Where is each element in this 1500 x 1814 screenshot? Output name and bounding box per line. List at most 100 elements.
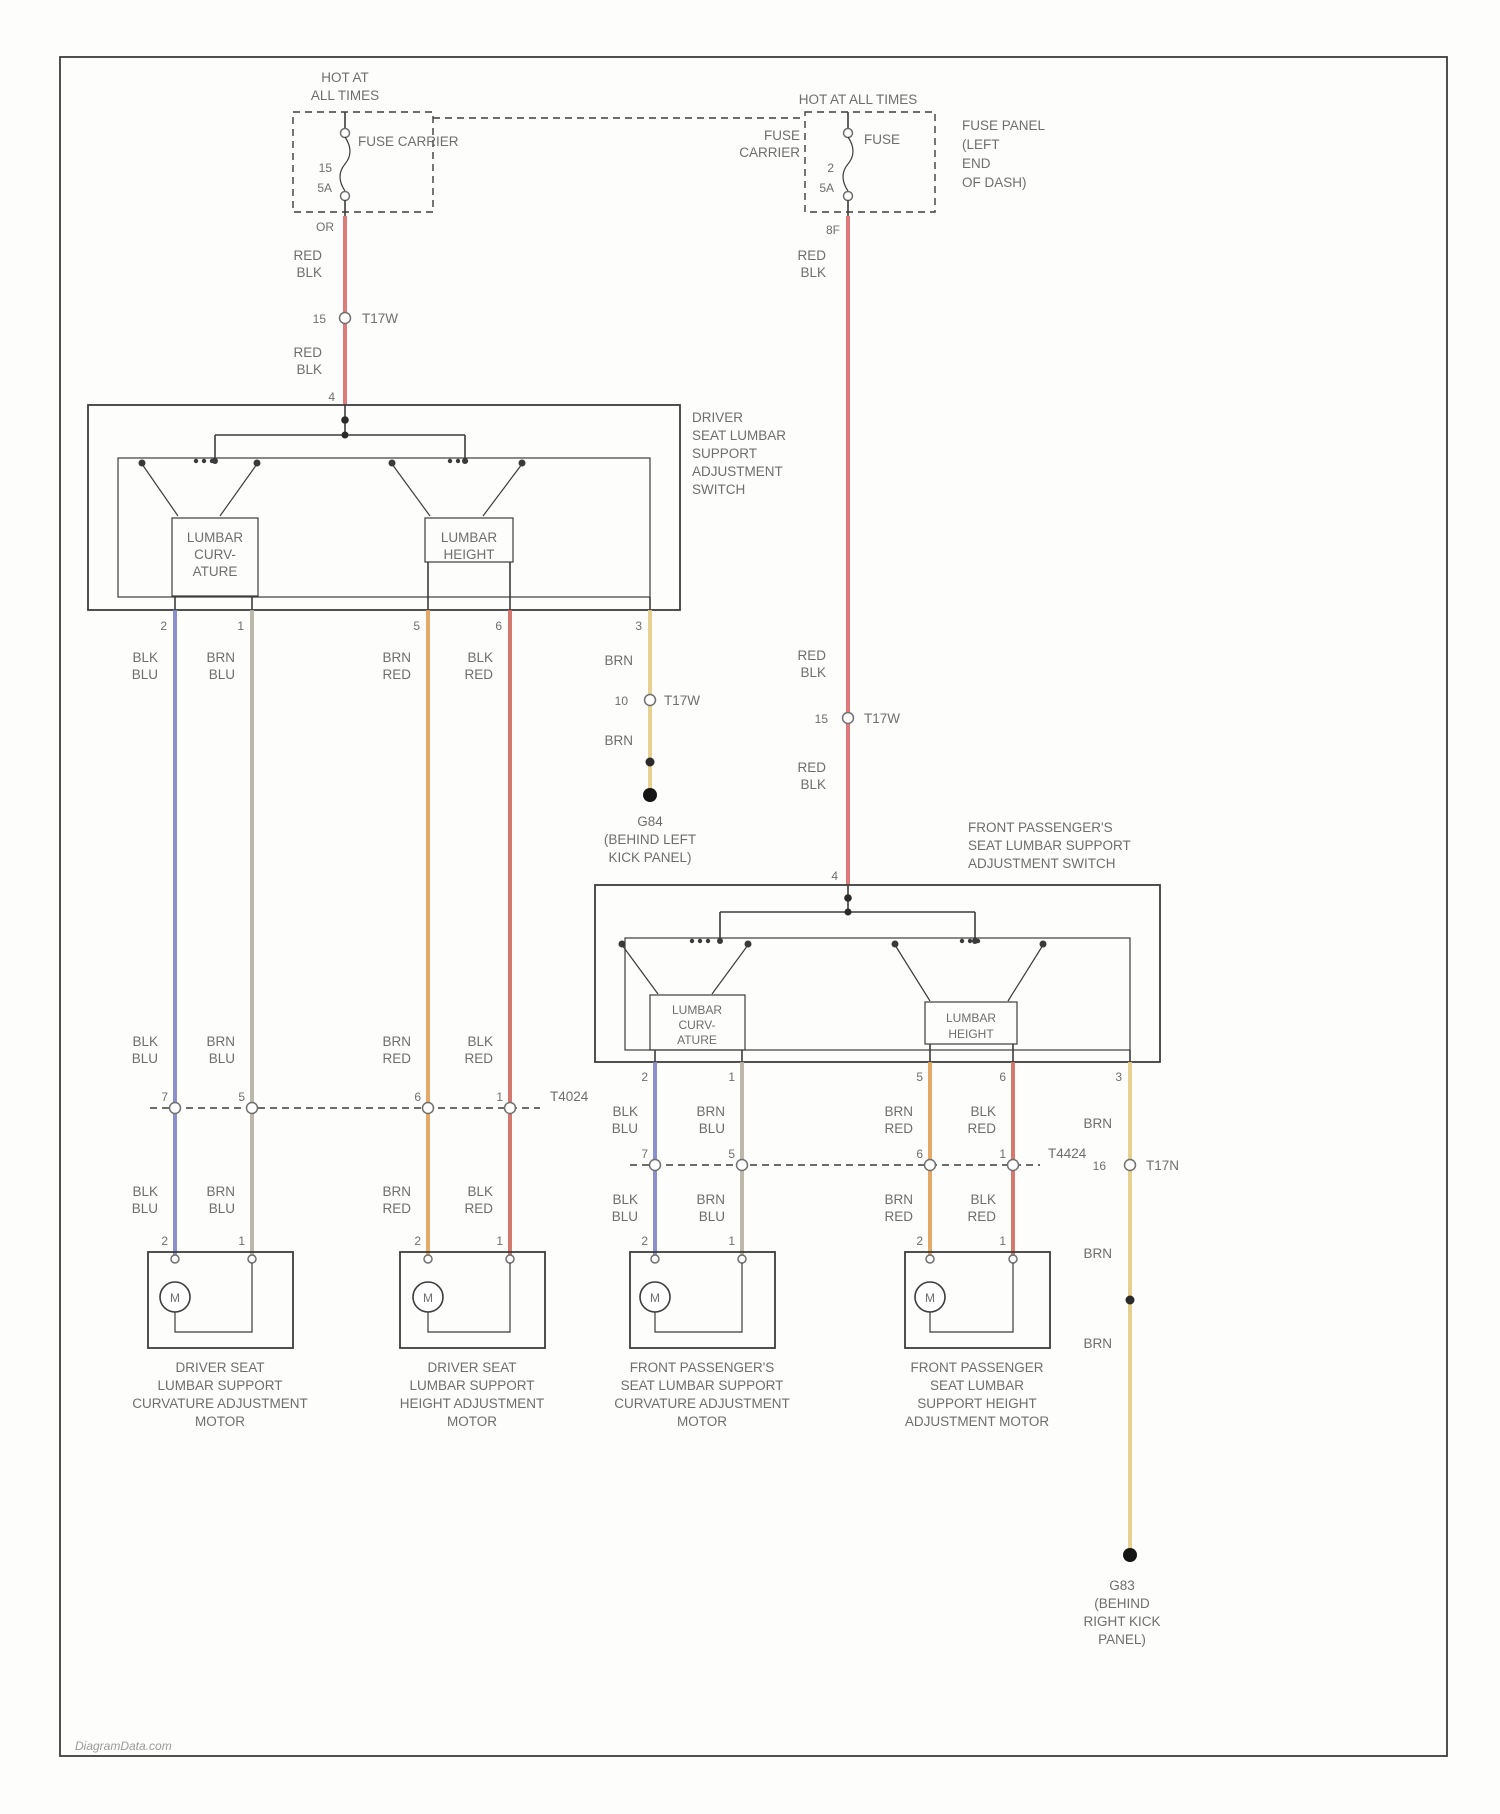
- contact-dot: [697, 938, 703, 944]
- contact-dot: [455, 458, 461, 464]
- fuse-right-terminal-label: 8F: [826, 223, 840, 237]
- connector-name-label: T17N: [1146, 1158, 1179, 1173]
- connector-name-label: T17W: [362, 311, 398, 326]
- motor-pin-label: 2: [161, 1234, 168, 1248]
- harness-connector-name: T4024: [550, 1089, 589, 1104]
- harness-connector-name: T4424: [1048, 1146, 1087, 1161]
- fuse-right-element-icon: [842, 136, 854, 192]
- fuse-carrier-left-label: FUSE CARRIER: [358, 134, 459, 149]
- motor-m-label: M: [170, 1291, 180, 1305]
- fuse-right-number: 2: [827, 161, 834, 175]
- switch-pin-label: 3: [1115, 1070, 1122, 1084]
- connector-name-label: T17W: [664, 693, 700, 708]
- motor-terminal: [170, 1254, 180, 1264]
- watermark: DiagramData.com: [75, 1739, 172, 1753]
- switch-pin-label: 6: [999, 1070, 1006, 1084]
- switch-wiper-line: [711, 944, 749, 995]
- harness-pin-label: 5: [238, 1090, 245, 1104]
- wire-label-brn: BRN: [1083, 1336, 1112, 1351]
- hot-at-all-times-right-label: HOT AT ALL TIMES: [799, 92, 918, 107]
- switch-wiper-line: [141, 463, 179, 517]
- switch-pin-label: 3: [635, 619, 642, 633]
- passenger-lumbar-curvature-box: [649, 994, 746, 1051]
- driver-lumbar-height-box: [424, 517, 514, 563]
- driver-switch-inner-box: [117, 457, 651, 598]
- contact-dot: [253, 459, 261, 467]
- junction-dot: [844, 894, 852, 902]
- contact-dot: [463, 458, 469, 464]
- switch-feed-pin-label: 4: [831, 869, 838, 883]
- passenger-lumbar-height-box: [924, 1001, 1018, 1045]
- motor-terminal: [1008, 1254, 1018, 1264]
- switch-wiper-line: [1007, 944, 1044, 1002]
- switch-feed-pin-label: 4: [328, 390, 335, 404]
- switch-pin-label: 1: [237, 619, 244, 633]
- harness-connector-terminal: [421, 1101, 435, 1115]
- passenger-switch-inner-box: [624, 937, 1131, 1051]
- switch-pin-label: 2: [160, 619, 167, 633]
- motor-terminal: [505, 1254, 515, 1264]
- motor-m-label: M: [650, 1291, 660, 1305]
- motor-terminal: [925, 1254, 935, 1264]
- contact-dot: [518, 459, 526, 467]
- harness-pin-label: 6: [414, 1090, 421, 1104]
- harness-pin-label: 1: [496, 1090, 503, 1104]
- motor-terminal: [247, 1254, 257, 1264]
- motor-terminal: [737, 1254, 747, 1264]
- harness-pin-label: 5: [728, 1147, 735, 1161]
- contact-dot: [618, 940, 626, 948]
- switch-pin-label: 5: [413, 619, 420, 633]
- motor-passenger-curvature-box: [629, 1251, 776, 1349]
- fuse-left-element-icon: [339, 136, 351, 192]
- harness-connector-terminal: [168, 1101, 182, 1115]
- motor-pin-label: 2: [414, 1234, 421, 1248]
- fuse-right-rating: 5A: [819, 181, 834, 195]
- motor-pin-label: 2: [916, 1234, 923, 1248]
- fuse-right-bottom-terminal: [842, 190, 854, 202]
- motor-terminal: [423, 1254, 433, 1264]
- contact-dot: [967, 938, 973, 944]
- connector-pin-label: 15: [313, 312, 327, 326]
- switch-wiper-line: [391, 463, 431, 517]
- connector-name-label: T17W: [864, 711, 900, 726]
- connector-pin-label: 16: [1093, 1159, 1107, 1173]
- driver-lumbar-curvature-box: [171, 517, 259, 597]
- motor-loop-line: [929, 1263, 1014, 1333]
- wire-label-brn: BRN: [604, 653, 633, 668]
- fuse-right-fuse-label: FUSE: [864, 132, 900, 147]
- junction-dot: [341, 431, 349, 439]
- contact-dot: [447, 458, 453, 464]
- harness-connector-terminal: [923, 1158, 937, 1172]
- fuse-left-rating: 5A: [317, 181, 332, 195]
- fuse-left-terminal-label: OR: [316, 220, 334, 234]
- contact-dot: [209, 458, 215, 464]
